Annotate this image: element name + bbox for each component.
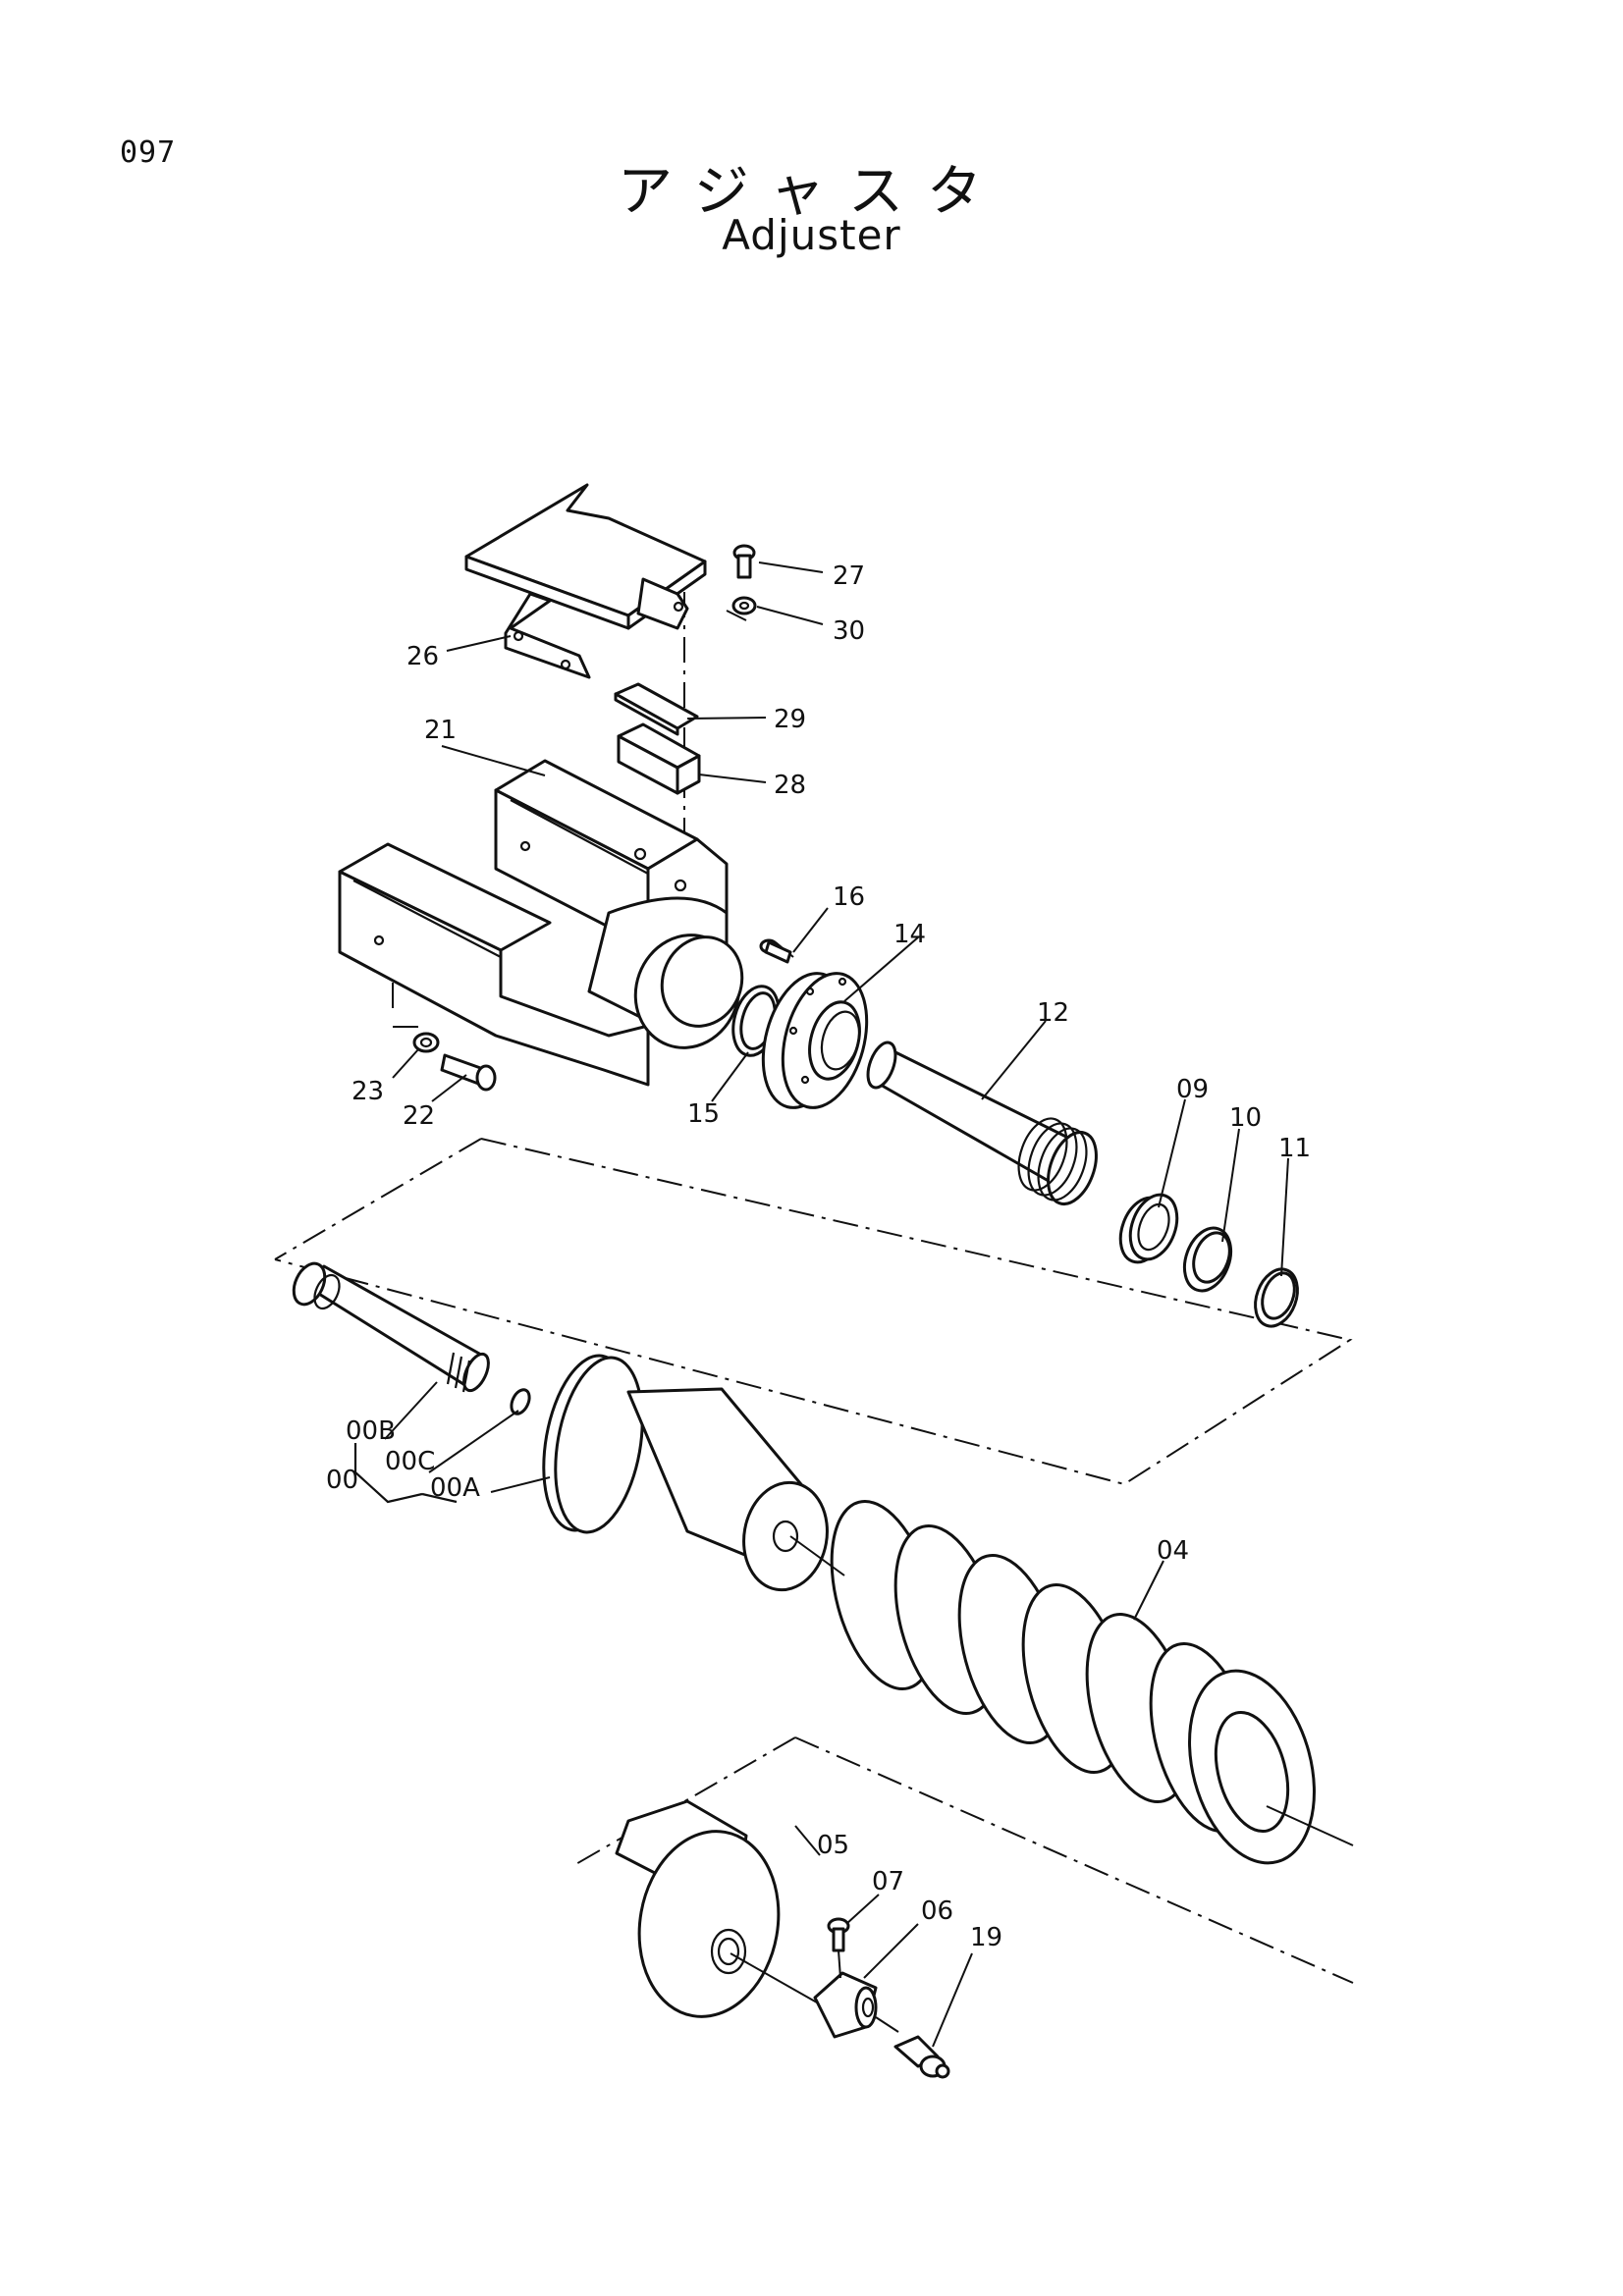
part-30-washer (731, 596, 757, 615)
label-00B: 00B (346, 1416, 396, 1446)
part-16-bolt (759, 938, 792, 964)
part-26-cover (464, 483, 707, 679)
part-22-bolt (440, 1053, 497, 1092)
part-00C-o-ring (510, 1388, 531, 1415)
label-16: 16 (833, 882, 865, 912)
label-21: 21 (424, 716, 457, 745)
part-11-snap-ring (1254, 1267, 1299, 1328)
part-04-spring (830, 1500, 1316, 1865)
leader-lines (384, 561, 1289, 2048)
label-07: 07 (872, 1867, 904, 1896)
part-00A-piston (542, 1354, 829, 1592)
page-number: 097 (120, 135, 177, 170)
part-14-flange (761, 972, 869, 1109)
assembly-axis-lines (730, 1535, 1354, 2033)
label-12: 12 (1037, 998, 1069, 1028)
part-06-nut (813, 1971, 878, 2039)
part-labels: 27 30 26 29 28 21 16 14 12 23 22 15 09 1… (326, 561, 1311, 1952)
label-00A: 00A (430, 1473, 480, 1503)
label-22: 22 (403, 1101, 435, 1131)
label-04: 04 (1157, 1536, 1189, 1566)
label-28: 28 (774, 771, 806, 800)
label-30: 30 (833, 616, 865, 646)
title-english: Adjuster (722, 211, 901, 259)
label-06: 06 (921, 1896, 953, 1926)
part-28-block (617, 722, 701, 795)
part-09-ring (1118, 1193, 1179, 1264)
label-26: 26 (406, 642, 439, 671)
label-23: 23 (352, 1077, 384, 1106)
part-29-shim (614, 682, 699, 736)
part-19-grease-fitting (893, 2035, 950, 2079)
label-27: 27 (833, 561, 865, 591)
title-japanese: アジャスタ (618, 160, 1005, 224)
label-05: 05 (817, 1831, 849, 1860)
part-05-piston-head (615, 1799, 781, 2018)
label-00: 00 (326, 1466, 358, 1495)
part-27-bolt (732, 544, 756, 579)
part-23-washer (412, 1032, 440, 1053)
part-12-cylinder (866, 1041, 1098, 1205)
label-15: 15 (687, 1099, 720, 1129)
projection-lines (274, 592, 1354, 1984)
label-11: 11 (1278, 1134, 1311, 1163)
part-07-screw (827, 1917, 850, 1952)
assembly-00-bracket (353, 1443, 458, 1504)
part-21-yoke (338, 759, 744, 1087)
label-29: 29 (774, 705, 806, 734)
label-00C: 00C (385, 1447, 435, 1476)
part-00B-rod (292, 1261, 490, 1393)
part-10-ring (1182, 1226, 1233, 1293)
label-14: 14 (893, 920, 926, 949)
label-09: 09 (1176, 1075, 1209, 1104)
label-10: 10 (1229, 1103, 1262, 1133)
label-19: 19 (970, 1923, 1002, 1952)
